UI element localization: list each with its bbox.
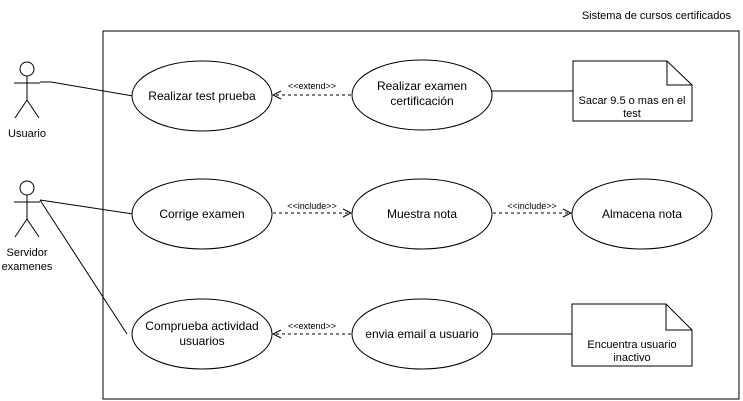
use-case-envia-email-usuario[interactable]: envia email a usuario bbox=[351, 298, 493, 370]
use-case-label-line2: usuarios bbox=[179, 334, 224, 348]
include-relation-muestra-to-almacena: <<include>> bbox=[493, 201, 571, 213]
use-case-label-line1: Comprueba actividad bbox=[145, 319, 258, 333]
use-case-label: envia email a usuario bbox=[365, 327, 479, 341]
use-case-label: Corrige examen bbox=[159, 207, 244, 221]
include-relation-corrige-to-muestra: <<include>> bbox=[273, 201, 351, 213]
extend-relation-examen-to-test: <<extend>> bbox=[273, 81, 351, 95]
note-text-line1: Sacar 9.5 o mas en el bbox=[578, 95, 685, 107]
use-case-almacena-nota[interactable]: Almacena nota bbox=[571, 178, 713, 250]
use-case-comprueba-actividad-usuarios[interactable]: Comprueba actividad usuarios bbox=[131, 298, 273, 370]
use-case-realizar-examen-certificacion[interactable]: Realizar examen certificación bbox=[351, 59, 493, 131]
use-case-label-line2: certificación bbox=[390, 94, 453, 108]
actor-servidor-label-line2: examenes bbox=[2, 261, 53, 273]
use-case-label: Almacena nota bbox=[602, 207, 682, 221]
use-case-corrige-examen[interactable]: Corrige examen bbox=[131, 178, 273, 250]
actor-servidor-examenes[interactable]: Servidor examenes bbox=[2, 180, 53, 273]
actor-usuario-label: Usuario bbox=[8, 128, 46, 140]
association-servidor-comprueba bbox=[39, 199, 128, 335]
relation-label: <<include>> bbox=[507, 201, 557, 211]
note-text-line1: Encuentra usuario bbox=[587, 339, 676, 351]
note-text-line2: test bbox=[623, 108, 641, 120]
system-title: Sistema de cursos certificados bbox=[582, 10, 732, 22]
association-servidor-corrige bbox=[39, 199, 134, 215]
relation-label: <<extend>> bbox=[288, 81, 336, 91]
actor-usuario[interactable]: Usuario bbox=[8, 61, 46, 140]
use-case-realizar-test-prueba[interactable]: Realizar test prueba bbox=[131, 60, 273, 132]
note-usuario-inactivo: Encuentra usuario inactivo bbox=[571, 303, 693, 367]
use-case-label-line1: Realizar examen bbox=[377, 79, 467, 93]
extend-relation-email-to-comprueba: <<extend>> bbox=[273, 321, 351, 334]
association-usuario-test bbox=[40, 81, 134, 97]
actor-servidor-label-line1: Servidor bbox=[7, 247, 48, 259]
use-case-label: Muestra nota bbox=[387, 207, 457, 221]
relation-label: <<extend>> bbox=[288, 321, 336, 331]
use-case-label: Realizar test prueba bbox=[148, 89, 256, 103]
use-case-muestra-nota[interactable]: Muestra nota bbox=[351, 178, 493, 250]
note-text-line2: inactivo bbox=[613, 352, 650, 364]
relation-label: <<include>> bbox=[287, 201, 337, 211]
system-boundary bbox=[102, 30, 740, 400]
note-sacar-nota: Sacar 9.5 o mas en el test bbox=[572, 60, 693, 122]
